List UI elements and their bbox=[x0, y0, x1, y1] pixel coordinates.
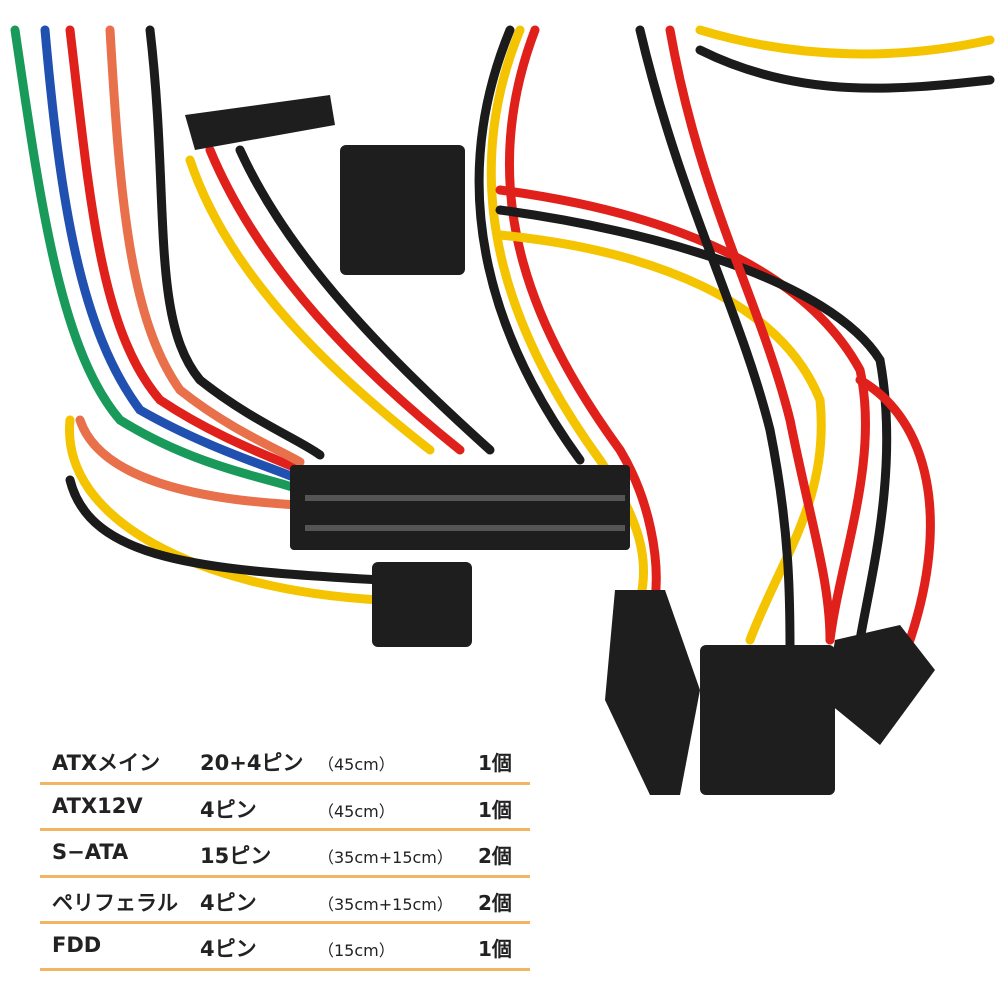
cable-yellow2 bbox=[185, 155, 435, 455]
pin-count: 4ピン bbox=[200, 797, 257, 822]
quantity: 1個 bbox=[478, 751, 512, 775]
cable-red5 bbox=[665, 25, 835, 645]
pin-count: 15ピン bbox=[200, 844, 272, 868]
cable-length: （45cm） bbox=[318, 755, 395, 774]
cable-length: （35cm+15cm） bbox=[318, 894, 453, 914]
quantity: 1個 bbox=[478, 937, 512, 961]
connector-name: ペリフェラル bbox=[52, 890, 178, 915]
cable-blue bbox=[40, 25, 305, 485]
cable-black4 bbox=[474, 25, 585, 465]
cable-orange2 bbox=[75, 415, 305, 510]
cable-yellow bbox=[65, 415, 385, 605]
connector-name: FDD bbox=[52, 933, 102, 957]
connector-name: ATXメイン bbox=[52, 751, 161, 775]
atx-pin-row bbox=[305, 525, 625, 531]
spec-row: FDD 4ピン （15cm） 1個 bbox=[40, 924, 530, 971]
spec-row: S−ATA 15ピン （35cm+15cm） 2個 bbox=[40, 831, 530, 878]
pin-count: 4ピン bbox=[200, 937, 257, 961]
cable-yellow3 bbox=[486, 25, 649, 605]
cable-black3 bbox=[235, 145, 495, 455]
spec-table: ATXメイン 20+4ピン （45cm） 1個 ATX12V 4ピン （45cm… bbox=[40, 738, 530, 971]
molex-connector-top bbox=[340, 145, 465, 275]
cable-length: （35cm+15cm） bbox=[318, 848, 453, 867]
spec-row: ATXメイン 20+4ピン （45cm） 1個 bbox=[40, 738, 530, 785]
cable-red bbox=[65, 25, 305, 475]
atx-pin-row bbox=[305, 495, 625, 501]
quantity: 1個 bbox=[478, 797, 512, 822]
cable-red4 bbox=[495, 185, 870, 645]
connector-name: S−ATA bbox=[52, 840, 129, 864]
quantity: 2個 bbox=[478, 890, 512, 915]
spec-row: ATX12V 4ピン （45cm） 1個 bbox=[40, 785, 530, 831]
sata-connector-bottom bbox=[605, 590, 700, 795]
atx12v-connector bbox=[372, 562, 472, 647]
cable-black7 bbox=[695, 45, 995, 93]
atx-main-connector bbox=[290, 465, 630, 550]
cable-black2 bbox=[65, 475, 385, 585]
cable-length: （45cm） bbox=[318, 801, 395, 821]
cable-red6 bbox=[855, 375, 935, 645]
molex-connector-bottom bbox=[700, 645, 835, 795]
cable-red3 bbox=[504, 25, 661, 605]
cable-black bbox=[145, 25, 325, 460]
fdd-connector bbox=[825, 625, 935, 745]
cable-red2 bbox=[205, 145, 465, 455]
pin-count: 4ピン bbox=[200, 890, 257, 915]
quantity: 2個 bbox=[478, 844, 512, 868]
cable-yellow5 bbox=[695, 25, 995, 59]
cable-length: （15cm） bbox=[318, 941, 395, 960]
sata-connector-top bbox=[185, 95, 335, 150]
cable-orange bbox=[105, 25, 305, 467]
cable-black5 bbox=[495, 205, 892, 645]
cable-black6 bbox=[635, 25, 795, 655]
cable-green bbox=[10, 25, 305, 495]
spec-row: ペリフェラル 4ピン （35cm+15cm） 2個 bbox=[40, 878, 530, 924]
pin-count: 20+4ピン bbox=[200, 751, 304, 775]
connector-name: ATX12V bbox=[52, 793, 143, 818]
